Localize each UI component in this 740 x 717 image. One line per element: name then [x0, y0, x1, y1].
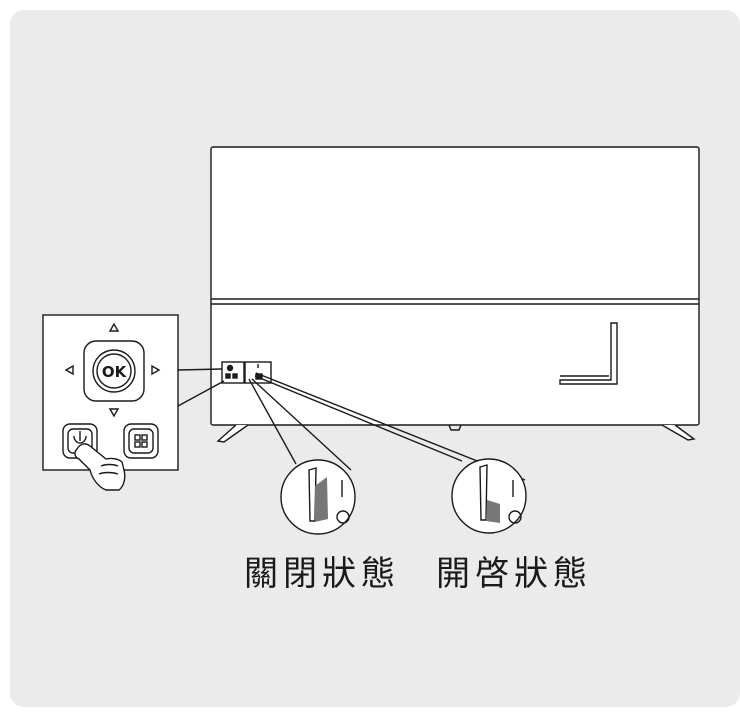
switch-off-label: 關閉狀態: [244, 554, 400, 594]
up-arrow-icon: [108, 322, 120, 332]
power-icon: [73, 435, 87, 444]
home-button-outer: [123, 423, 159, 459]
tv-power-switch-box: [244, 361, 272, 384]
home-button-inner: [128, 428, 154, 454]
switch-on-rocker: [479, 464, 488, 521]
switch-off-magnifier: [280, 459, 356, 535]
tv-right-foot: [661, 424, 696, 441]
right-arrow-icon: [151, 364, 161, 376]
tv-left-foot: [216, 424, 249, 443]
home-grid-icon: [134, 434, 141, 441]
ok-button-label: OK: [102, 363, 128, 381]
down-arrow-icon: [108, 408, 120, 418]
hand-knuckle: [98, 471, 119, 475]
switch-off-rocker-shade: [315, 477, 328, 522]
switch-on-circle: [451, 458, 527, 534]
switch-on-rocker-shade: [486, 500, 500, 523]
hand-knuckle: [100, 463, 119, 467]
tv-stand-bracket: [559, 322, 618, 385]
off-mark-off-state: [336, 510, 350, 524]
callout-line-top: [177, 368, 223, 371]
ok-button-inner-ring: [96, 353, 132, 389]
switch-off-rocker: [308, 467, 317, 522]
ok-button-ring: [92, 349, 136, 393]
off-mark-on-state: [508, 510, 522, 524]
off-callout-line: [251, 378, 352, 471]
tv-control-block: [221, 361, 272, 384]
tv-center-foot: [448, 424, 462, 431]
tv-set: [210, 146, 700, 443]
tv-button-dot: [226, 364, 234, 372]
on-callout-line: [254, 375, 463, 462]
callout-line-bottom: [177, 380, 225, 407]
left-arrow-icon: [64, 364, 74, 376]
control-panel-callout: [42, 314, 179, 491]
pointing-hand-icon: [74, 443, 126, 491]
tv-body: [210, 146, 700, 426]
switch-on-label: 開啓狀態: [436, 554, 592, 594]
switch-on-magnifier: [451, 458, 527, 534]
off-callout-line: [248, 378, 297, 465]
tv-button-cluster: [221, 361, 245, 384]
